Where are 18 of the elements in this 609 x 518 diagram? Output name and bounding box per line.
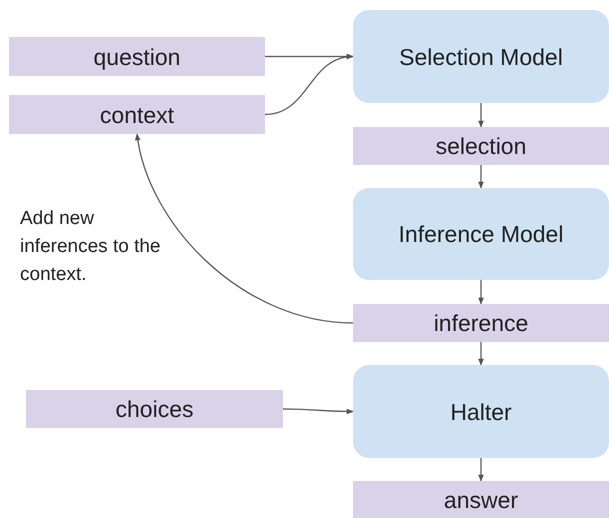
arrow [283, 408, 354, 414]
data-box: inference [353, 304, 609, 342]
arrow [478, 165, 484, 189]
data-box: choices [26, 390, 283, 428]
data-box: selection [353, 127, 609, 165]
arrow [264, 54, 354, 116]
arrow [478, 458, 484, 482]
arrow [478, 280, 484, 305]
arrow [478, 103, 484, 128]
note-text: Add new inferences to the context. [20, 207, 162, 287]
model-box: Halter [353, 365, 609, 458]
data-box: answer [353, 481, 609, 518]
arrow [135, 133, 354, 324]
data-box: question [9, 37, 265, 76]
data-box: context [9, 95, 265, 134]
model-box: Inference Model [353, 188, 609, 280]
arrow [478, 342, 484, 366]
model-box: Selection Model [353, 10, 609, 103]
